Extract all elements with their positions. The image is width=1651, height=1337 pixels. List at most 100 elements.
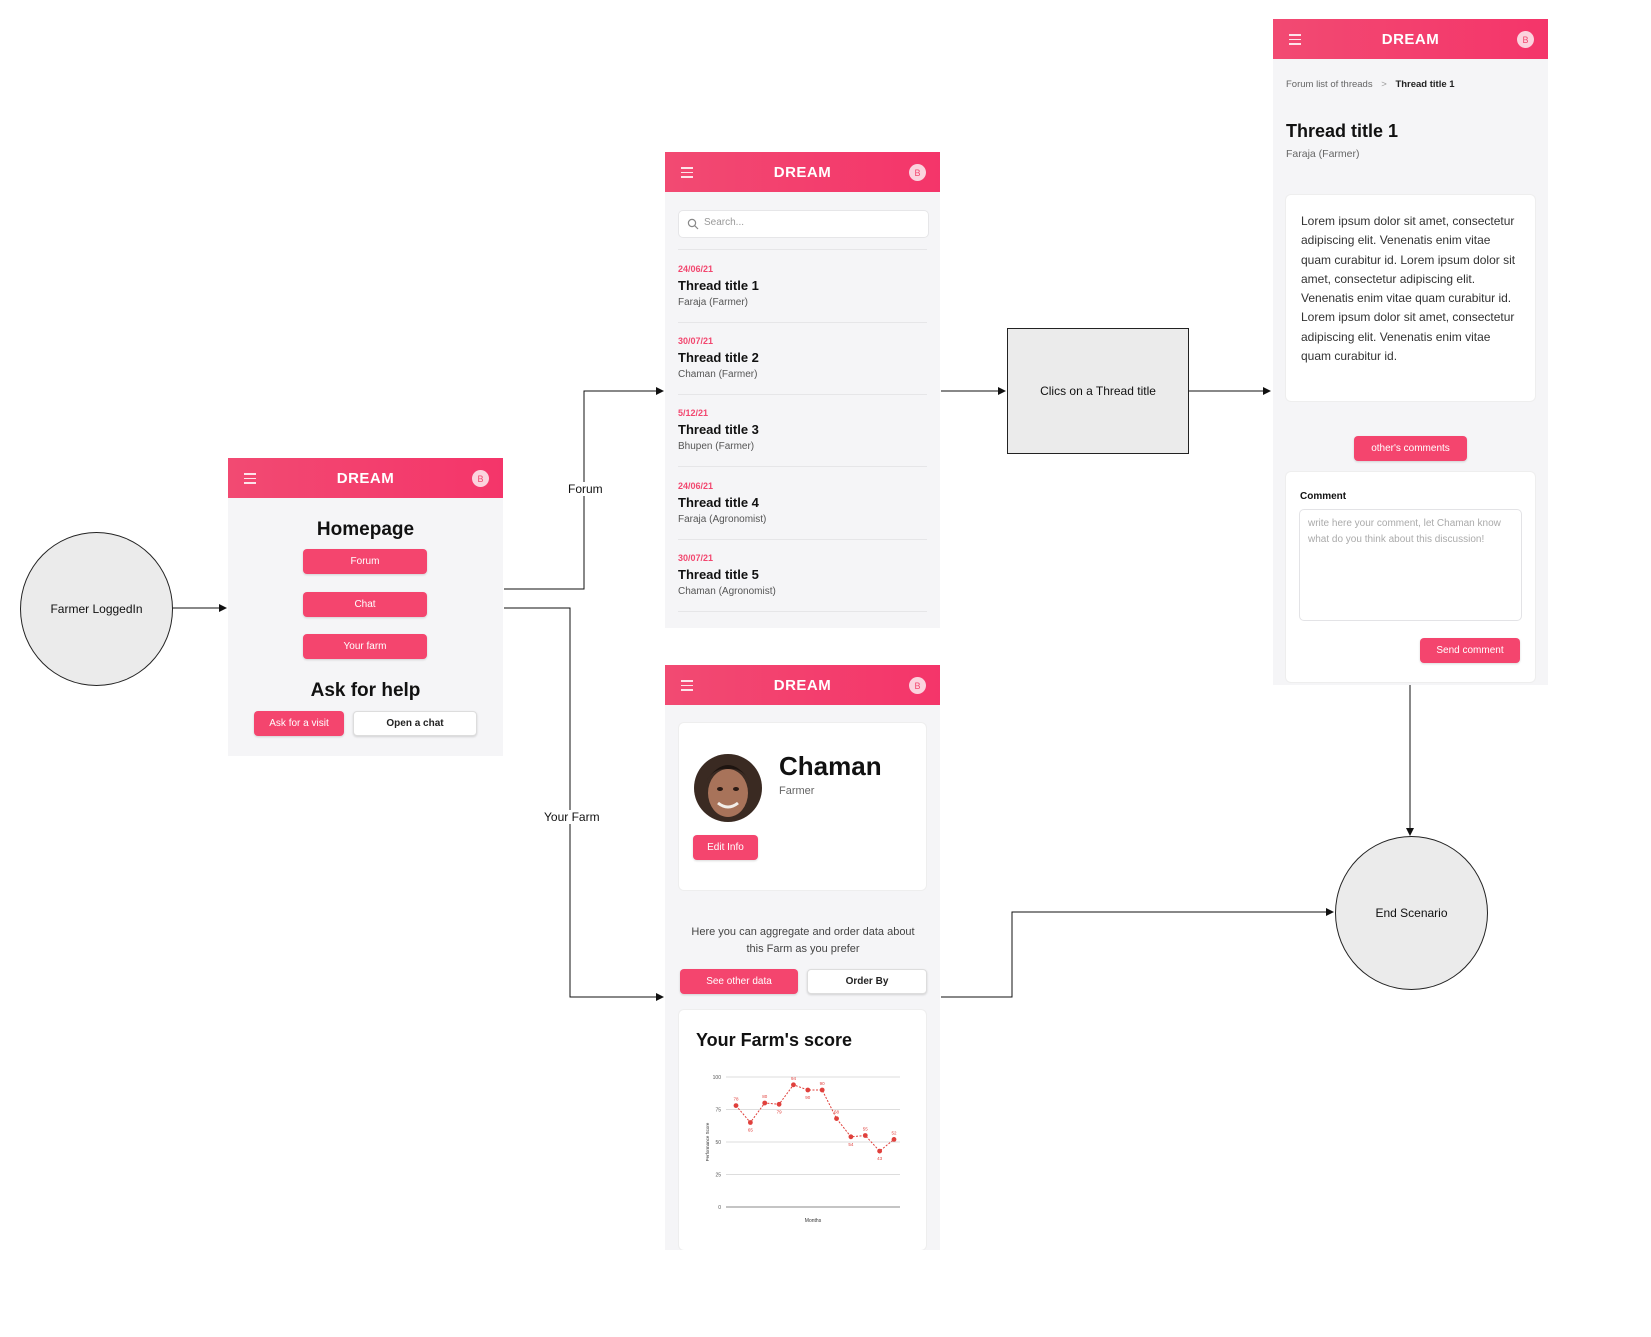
comment-label: Comment (1300, 491, 1347, 502)
ask-visit-button[interactable]: Ask for a visit (254, 711, 344, 736)
search-icon (687, 218, 699, 230)
see-other-data-button[interactable]: See other data (680, 969, 798, 994)
edge-label-your-farm: Your Farm (542, 810, 602, 824)
farm-screen: DREAM B Chaman Farmer Edit Info Here you… (665, 665, 940, 1250)
avatar[interactable]: B (909, 164, 926, 181)
data-point (848, 1134, 854, 1140)
data-point (747, 1120, 753, 1125)
data-point (733, 1103, 739, 1108)
data-point (791, 1082, 796, 1088)
brand-logo: DREAM (1381, 30, 1440, 48)
data-label: 78 (733, 1097, 739, 1102)
divider (678, 249, 927, 250)
app-bar: DREAM B (228, 458, 503, 498)
data-label: 55 (863, 1127, 869, 1132)
data-label: 79 (777, 1109, 783, 1114)
farmer-name: Chaman (779, 751, 882, 781)
breadcrumb-root[interactable]: Forum list of threads (1286, 79, 1373, 90)
data-label: 54 (848, 1142, 854, 1147)
menu-icon[interactable] (681, 167, 693, 181)
edit-info-button[interactable]: Edit Info (693, 835, 758, 860)
thread-title[interactable]: Thread title 3 (678, 422, 759, 437)
farm-description: Here you can aggregate and order data ab… (691, 926, 915, 955)
thread-date: 5/12/21 (678, 408, 709, 418)
thread-item-5[interactable]: 30/07/21 Thread title 5 Chaman (Agronomi… (678, 553, 927, 612)
avatar[interactable]: B (472, 470, 489, 487)
menu-icon[interactable] (681, 680, 693, 694)
help-title: Ask for help (310, 680, 421, 701)
comment-textarea[interactable]: write here your comment, let Chaman know… (1299, 509, 1522, 621)
y-axis-label: Performance Score (705, 1122, 710, 1161)
thread-title[interactable]: Thread title 4 (678, 495, 759, 510)
brand-logo: DREAM (773, 676, 832, 694)
data-point (877, 1148, 883, 1154)
thread-author: Faraja (Farmer) (678, 297, 749, 308)
menu-icon[interactable] (244, 473, 256, 487)
start-node-label: Farmer LoggedIn (50, 602, 143, 616)
thread-author: Faraja (Agronomist) (678, 514, 767, 525)
thread-body-card: Lorem ipsum dolor sit amet, consectetur … (1286, 195, 1535, 401)
thread-view-screen: DREAM B Forum list of threads > Thread t… (1273, 19, 1548, 685)
open-chat-button[interactable]: Open a chat (353, 711, 477, 736)
data-label: 43 (877, 1156, 883, 1161)
avatar[interactable]: B (909, 677, 926, 694)
others-comments-button[interactable]: other's comments (1354, 436, 1467, 461)
data-point (862, 1133, 868, 1138)
edge-your-farm (504, 607, 664, 1001)
app-bar: DREAM B (665, 152, 940, 192)
comment-card: Comment write here your comment, let Cha… (1286, 472, 1535, 682)
app-bar: DREAM B (1273, 19, 1548, 59)
thread-date: 30/07/21 (678, 553, 714, 563)
data-label: 94 (791, 1076, 797, 1081)
end-node: End Scenario (1335, 836, 1488, 990)
order-by-button[interactable]: Order By (807, 969, 927, 994)
search-input[interactable]: Search... (678, 210, 929, 238)
profile-card: Chaman Farmer Edit Info (679, 723, 926, 890)
thread-item-2[interactable]: 30/07/21 Thread title 2 Chaman (Farmer) (678, 336, 927, 395)
thread-body: Lorem ipsum dolor sit amet, consectetur … (1301, 214, 1516, 364)
action-node-label: Clics on a Thread title (1040, 384, 1156, 398)
breadcrumb: Forum list of threads > Thread title 1 (1286, 79, 1455, 90)
thread-item-3[interactable]: 5/12/21 Thread title 3 Bhupen (Farmer) (678, 408, 927, 467)
comment-placeholder: write here your comment, let Chaman know… (1308, 518, 1501, 545)
thread-author: Chaman (Agronomist) (678, 586, 776, 597)
edge-label-forum: Forum (566, 482, 605, 496)
x-axis-label: Months (805, 1218, 822, 1224)
action-node: Clics on a Thread title (1007, 328, 1189, 454)
end-node-label: End Scenario (1375, 906, 1448, 920)
thread-item-1[interactable]: 24/06/21 Thread title 1 Faraja (Farmer) (678, 264, 927, 323)
series-line (735, 1084, 895, 1152)
send-comment-button[interactable]: Send comment (1420, 638, 1520, 663)
data-label: 90 (820, 1081, 826, 1086)
menu-icon[interactable] (1289, 34, 1301, 48)
thread-title[interactable]: Thread title 1 (678, 278, 759, 293)
breadcrumb-separator: > (1381, 79, 1387, 90)
data-point (805, 1087, 811, 1093)
thread-title[interactable]: Thread title 5 (678, 567, 759, 582)
page-title: Homepage (316, 519, 415, 540)
data-point (834, 1116, 839, 1121)
y-tick-label: 25 (715, 1173, 721, 1179)
data-label: 80 (762, 1094, 768, 1099)
data-point (891, 1137, 897, 1142)
data-point (762, 1100, 768, 1106)
breadcrumb-current: Thread title 1 (1395, 79, 1455, 90)
data-label: 68 (834, 1110, 840, 1115)
forum-list-screen: DREAM B Search... 24/06/21 Thread title … (665, 152, 940, 628)
thread-item-4[interactable]: 24/06/21 Thread title 4 Faraja (Agronomi… (678, 481, 927, 540)
y-tick-label: 100 (713, 1075, 722, 1081)
thread-date: 24/06/21 (678, 264, 714, 274)
thread-author: Chaman (Farmer) (678, 369, 758, 380)
thread-title[interactable]: Thread title 2 (678, 350, 759, 365)
your-farm-button[interactable]: Your farm (303, 634, 427, 659)
farmer-role: Farmer (779, 785, 815, 797)
brand-logo: DREAM (336, 469, 395, 487)
score-title: Your Farm's score (696, 1030, 853, 1050)
forum-button[interactable]: Forum (303, 549, 427, 574)
homepage-screen: DREAM B Homepage Forum Chat Your farm As… (228, 458, 503, 756)
avatar[interactable]: B (1517, 31, 1534, 48)
chat-button[interactable]: Chat (303, 592, 427, 617)
data-label: 52 (891, 1130, 897, 1135)
